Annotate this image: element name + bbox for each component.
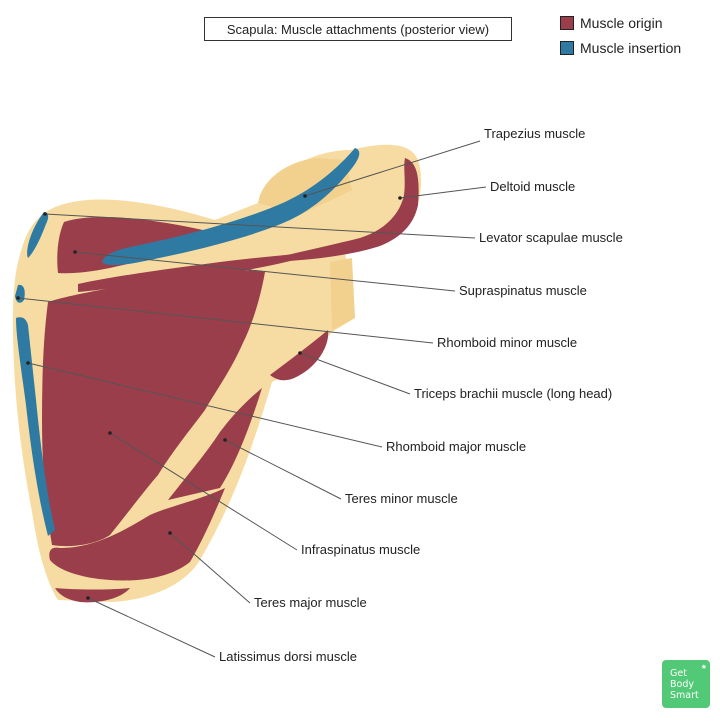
leader-line-triceps (299, 352, 411, 395)
rhomboid-insertion (16, 317, 55, 536)
legend-label-origin: Muscle origin (580, 15, 663, 31)
logo-line-1: Get (670, 668, 687, 679)
legend-swatch-insertion (560, 41, 574, 55)
leader-dot-teres-major (168, 531, 172, 535)
star-icon: ★ (700, 663, 707, 671)
teres-minor-origin (168, 388, 262, 500)
leader-dot-triceps (298, 351, 302, 355)
label-levator-scapulae: Levator scapulae muscle (479, 230, 623, 245)
deltoid-origin (230, 158, 419, 270)
label-deltoid: Deltoid muscle (490, 179, 576, 194)
leader-line-teres-major (169, 532, 251, 604)
leader-dot-levator (43, 212, 47, 216)
leader-line-deltoid (399, 186, 487, 199)
leader-dot-teres-minor (223, 438, 227, 442)
leader-dot-rhomboid-major (26, 361, 30, 365)
legend-item-insertion: Muscle insertion (560, 40, 681, 56)
leader-line-trapezius (304, 140, 481, 197)
leader-line-levator (44, 213, 476, 239)
legend-swatch-origin (560, 16, 574, 30)
infraspinatus-origin (42, 270, 265, 547)
acromion-process (258, 158, 352, 215)
leader-line-teres-minor (224, 439, 342, 500)
label-infraspinatus: Infraspinatus muscle (301, 542, 421, 557)
logo-line-2: Body (670, 679, 694, 690)
supraspinatus-origin (57, 217, 212, 274)
diagram-title: Scapula: Muscle attachments (posterior v… (204, 17, 512, 41)
label-supraspinatus: Supraspinatus muscle (459, 283, 587, 298)
leader-line-rhomboid-major (27, 362, 383, 448)
label-teres-minor: Teres minor muscle (345, 491, 458, 506)
latissimus-origin (55, 588, 130, 603)
label-triceps: Triceps brachii muscle (long head) (414, 386, 613, 401)
trapezius-insertion (102, 148, 360, 265)
legend-label-insertion: Muscle insertion (580, 40, 682, 56)
get-body-smart-logo: ★ Get Body Smart (662, 660, 710, 708)
leader-line-latissimus (87, 597, 216, 658)
levator-insertion (27, 212, 49, 258)
label-rhomboid-major: Rhomboid major muscle (386, 439, 527, 454)
glenoid-region (330, 258, 355, 330)
leader-dot-deltoid (398, 196, 402, 200)
legend-item-origin: Muscle origin (560, 15, 662, 31)
leader-line-rhomboid-minor (17, 297, 434, 344)
leader-dot-infraspinatus (108, 431, 112, 435)
label-trapezius: Trapezius muscle (484, 126, 586, 141)
triceps-origin (270, 330, 329, 381)
label-rhomboid-minor: Rhomboid minor muscle (437, 335, 578, 350)
logo-line-3: Smart (670, 690, 699, 701)
leader-dot-rhomboid-minor (16, 296, 20, 300)
leader-dot-trapezius (303, 194, 307, 198)
leader-line-supraspinatus (74, 251, 456, 292)
spine-origin-band (78, 250, 330, 292)
label-latissimus-dorsi: Latissimus dorsi muscle (219, 649, 357, 664)
leader-dot-supraspinatus (73, 250, 77, 254)
label-teres-major: Teres major muscle (254, 595, 367, 610)
leader-line-infraspinatus (109, 432, 298, 551)
teres-major-origin (49, 488, 225, 581)
leader-dot-latissimus (86, 596, 90, 600)
